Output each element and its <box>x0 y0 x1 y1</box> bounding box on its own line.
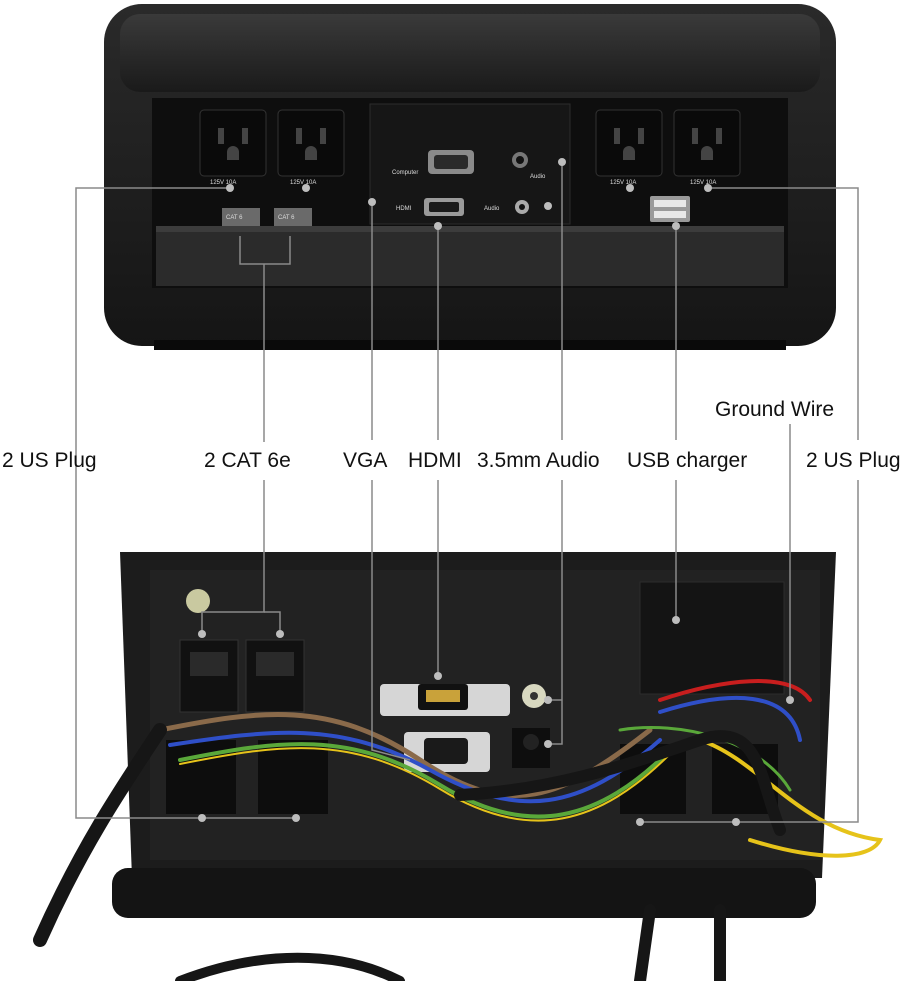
rating-text-right-1: 125V 10A <box>610 180 636 186</box>
cat6-jack-bottom-1 <box>179 639 239 713</box>
rating-text-left-1: 125V 10A <box>210 180 236 186</box>
power-cords <box>33 723 786 981</box>
brush-strip <box>156 226 784 286</box>
label-usb-charger: USB charger <box>627 449 747 472</box>
cat6-jack-bottom-2 <box>245 639 305 713</box>
sticker <box>186 589 210 613</box>
label-vga: VGA <box>343 449 387 472</box>
us-outlet-top-right-1 <box>595 109 663 177</box>
label-ground-wire: Ground Wire <box>715 398 834 421</box>
us-outlet-top-left-1 <box>199 109 267 177</box>
top-box: 125V 10A 125V 10A Computer Audio HDMI Au… <box>104 4 836 350</box>
label-audio: 3.5mm Audio <box>477 449 600 472</box>
usb-charger-top <box>650 196 690 222</box>
cat6-port-top-2 <box>274 208 312 226</box>
rating-text-left-2: 125V 10A <box>290 180 316 186</box>
usb-charger-bottom <box>639 581 785 695</box>
outlet-back-left-2 <box>258 740 328 814</box>
us-outlet-top-right-2 <box>673 109 741 177</box>
audio-text-top: Audio <box>530 174 546 180</box>
rating-text-right-2: 125V 10A <box>690 180 716 186</box>
label-cat6e: 2 CAT 6e <box>204 449 291 472</box>
callout-labels: 2 US Plug 2 CAT 6e VGA HDMI 3.5mm Audio … <box>2 398 901 472</box>
label-hdmi: HDMI <box>408 449 462 472</box>
cat6-port-top-1 <box>222 208 260 226</box>
hdmi-text-top: HDMI <box>396 206 412 212</box>
leader-lines <box>75 162 859 823</box>
us-outlet-top-left-2 <box>277 109 345 177</box>
label-us-plug-right: 2 US Plug <box>806 449 901 472</box>
cat6-text-2: CAT 6 <box>278 215 295 221</box>
computer-text: Computer <box>392 170 418 176</box>
av-module-top <box>369 103 571 225</box>
audio-text-bottom: Audio <box>484 206 500 212</box>
leader-dots <box>198 158 794 826</box>
cat6-text-1: CAT 6 <box>226 215 243 221</box>
label-us-plug-left: 2 US Plug <box>2 449 97 472</box>
bottom-box <box>33 552 884 981</box>
